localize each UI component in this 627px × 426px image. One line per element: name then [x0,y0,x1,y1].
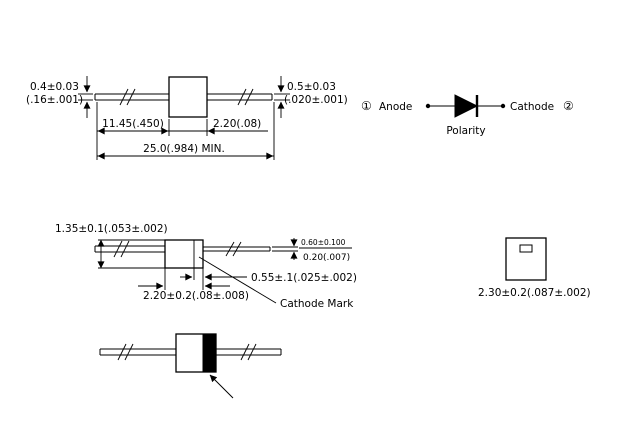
dim-text-overall-length: 25.0(.984) MIN. [143,143,225,155]
cathode-mark-label: Cathode Mark [280,298,354,310]
front-view: 0.4±0.03 (.16±.001) 0.5±0.03 (.020±.001)… [26,76,348,160]
lead-break-mark [117,343,134,361]
dim-mark-width: 0.55±.1(.025±.002) [180,268,357,284]
dim-text-lead-length: 11.45(.450) [102,118,164,130]
lead-break-mark [119,88,136,106]
dim-text-body-height: 1.35±0.1(.053±.002) [55,223,168,235]
dim-body-height [97,239,165,269]
dim-text-mark-height: 0.60±0.100 [301,238,346,247]
cathode-mark-callout: Cathode Mark [198,256,354,310]
pin1-circled-number: ① [361,99,372,113]
lead-break-mark [225,241,242,257]
side-lead-left [94,240,165,258]
cathode-label: Cathode [510,101,554,113]
dim-text-body-length: 2.20(.08) [213,118,261,130]
cathode-band-pointer-arrow [209,374,234,399]
dim-lead-dia-left: 0.4±0.03 (.16±.001) [26,76,93,118]
end-view-cathode-mark [519,244,533,253]
front-lead-right [207,88,273,106]
dim-text-side-body-length: 2.20±0.2(.08±.008) [143,290,249,302]
front-lead-left [94,88,169,106]
end-view: 2.30±0.2(.087±.002) [478,237,591,299]
bottom-lead-left [99,343,176,361]
bottom-view [99,333,282,399]
lead-break-mark [237,88,254,106]
pin2-circled-number: ② [563,99,574,113]
dim-text-lead-dia-left: 0.4±0.03 [30,81,79,93]
side-view: 1.35±0.1(.053±.002) [55,223,357,310]
lead-break-mark [240,343,257,361]
bottom-cathode-band [202,333,217,373]
diode-symbol-triangle [454,94,479,118]
dim-text-lead-thickness: 0.20(.007) [303,253,350,263]
dim-lead-dia-right: 0.5±0.03 (.020±.001) [274,76,348,118]
dim-text-mark-width: 0.55±.1(.025±.002) [251,272,357,284]
polarity-schematic: ① Anode Cathode ② Polarity [361,94,574,137]
dim-lead-and-body-length: 11.45(.450) 2.20(.08) [96,102,268,160]
anode-label: Anode [379,101,412,113]
side-lead-right [203,241,271,257]
bottom-lead-right [216,343,282,361]
dim-text-lead-dia-right: 0.5±0.03 [287,81,336,93]
front-body-outline [168,76,208,118]
dim-lead-thickness: 0.60±0.100 0.20(.007) [272,238,352,263]
polarity-caption: Polarity [446,125,485,137]
dim-overall-length: 25.0(.984) MIN. [97,102,275,160]
dim-text-lead-dia-left-inch: (.16±.001) [26,94,83,106]
dim-side-body-length: 2.20±0.2(.08±.008) [138,268,249,302]
side-body-outline [164,239,204,269]
dim-text-lead-dia-right-inch: (.020±.001) [284,94,348,106]
lead-break-mark [113,240,130,258]
cathode-terminal-dot [500,103,506,109]
end-view-body-outline [505,237,547,281]
dim-text-end-view-width: 2.30±0.2(.087±.002) [478,287,591,299]
